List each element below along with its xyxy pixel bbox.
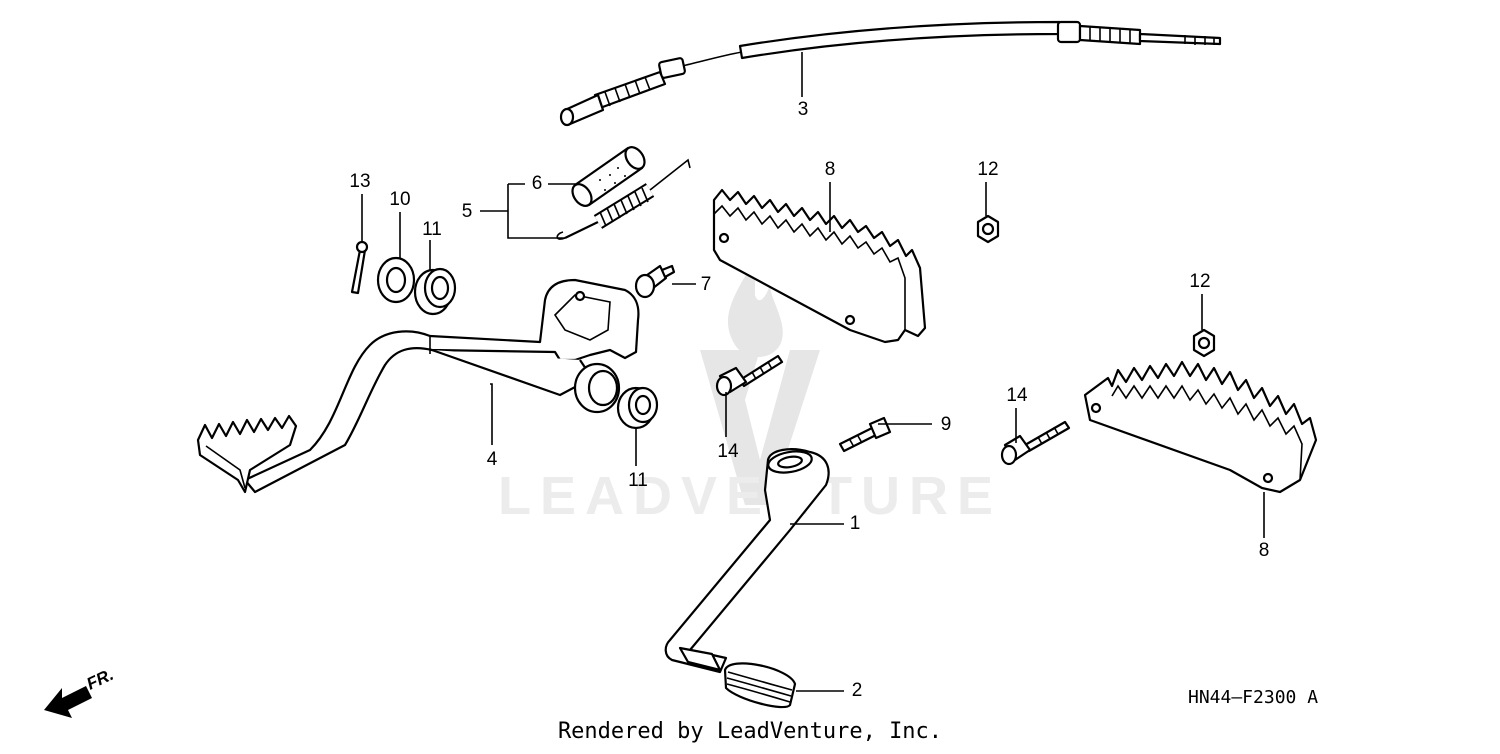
callout-12-upper: 12 bbox=[977, 159, 998, 180]
callouts: 3 8 12 12 13 10 11 6 5 7 4 11 14 9 14 1 … bbox=[349, 99, 1269, 701]
leader-lines bbox=[361, 52, 1265, 692]
callout-14-right: 14 bbox=[1006, 385, 1028, 406]
front-label: FR. bbox=[84, 665, 117, 694]
callout-11-upper: 11 bbox=[422, 219, 442, 240]
part-nut-lower[interactable] bbox=[1192, 328, 1216, 358]
callout-11-lower: 11 bbox=[628, 470, 648, 491]
watermark: LEADVENTURE bbox=[498, 260, 1002, 526]
part-nut-upper[interactable] bbox=[976, 214, 1000, 244]
callout-3: 3 bbox=[798, 99, 809, 120]
part-stopper-rubber[interactable] bbox=[634, 264, 676, 299]
callout-5: 5 bbox=[462, 201, 473, 222]
callout-9: 9 bbox=[941, 414, 952, 435]
part-bushing-upper[interactable] bbox=[413, 267, 457, 316]
callout-1: 1 bbox=[850, 513, 861, 534]
diagram-code: HN44—F2300 A bbox=[1188, 687, 1318, 708]
part-brake-cable[interactable] bbox=[559, 20, 1222, 127]
watermark-text: LEADVENTURE bbox=[498, 466, 1002, 526]
part-step-lower[interactable] bbox=[1083, 360, 1318, 494]
render-credit: Rendered by LeadVenture, Inc. bbox=[558, 719, 942, 744]
part-washer[interactable] bbox=[376, 256, 416, 304]
part-bushing-lower[interactable] bbox=[616, 386, 659, 430]
part-shift-bolt[interactable] bbox=[838, 416, 892, 453]
part-pedal-rubber[interactable] bbox=[723, 662, 797, 709]
part-step-upper[interactable] bbox=[712, 188, 927, 344]
callout-2: 2 bbox=[852, 680, 863, 701]
callout-8-lower: 8 bbox=[1259, 540, 1270, 561]
callout-4: 4 bbox=[487, 449, 498, 470]
callout-12-lower: 12 bbox=[1189, 271, 1210, 292]
part-bolt-right[interactable] bbox=[1000, 420, 1071, 466]
part-pipe[interactable] bbox=[569, 144, 649, 210]
callout-7: 7 bbox=[701, 274, 712, 295]
part-cotter-pin[interactable] bbox=[350, 240, 369, 295]
part-bolt-left[interactable] bbox=[715, 354, 784, 397]
arrow-down-left-icon bbox=[44, 686, 92, 718]
callout-6: 6 bbox=[532, 173, 543, 194]
part-spring[interactable] bbox=[556, 158, 691, 240]
callout-13: 13 bbox=[349, 171, 370, 192]
part-gearshift-pedal[interactable] bbox=[664, 448, 830, 674]
callout-14-left: 14 bbox=[717, 441, 739, 462]
callout-10: 10 bbox=[389, 189, 410, 210]
part-brake-pedal[interactable] bbox=[196, 278, 640, 494]
callout-8-upper: 8 bbox=[825, 159, 836, 180]
front-direction-indicator: FR. bbox=[44, 665, 117, 718]
